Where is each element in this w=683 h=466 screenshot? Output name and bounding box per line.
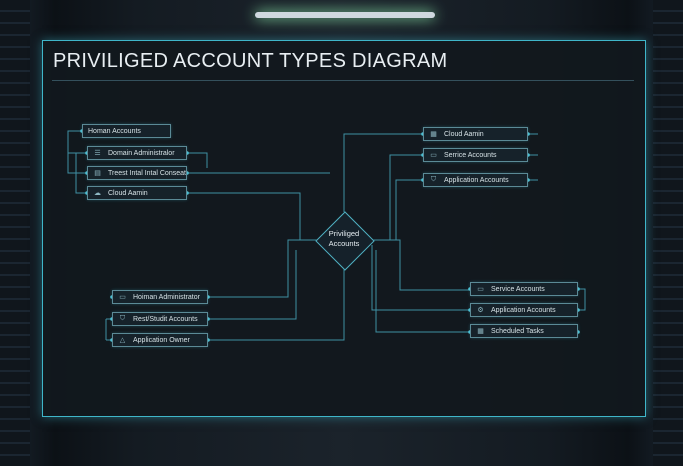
node-cloud-admin-left[interactable]: ☁Cloud Aamin — [87, 186, 187, 200]
ceiling-light — [255, 12, 435, 18]
warning-icon: △ — [119, 337, 126, 344]
shield-icon: ⛉ — [430, 176, 437, 183]
node-application-owner[interactable]: △Application Owner — [112, 333, 208, 347]
node-service-accounts-top[interactable]: ▭Serrice Accounts — [423, 148, 528, 162]
node-domain-administrator[interactable]: ☰Domain Administralor — [87, 146, 187, 160]
list-icon: ☰ — [94, 150, 101, 157]
title-divider — [52, 80, 634, 81]
node-human-accounts[interactable]: Homan Accounts — [82, 124, 171, 138]
grid-icon: ▦ — [430, 131, 437, 138]
monitor-icon: ▭ — [477, 286, 484, 293]
monitor-icon: ▭ — [430, 152, 437, 159]
card-icon: ▤ — [94, 170, 101, 177]
node-trust-consent[interactable]: ▤Treest Intal Intal Conseat — [87, 166, 187, 180]
server-rack-left — [0, 0, 30, 466]
node-rest-studit-accounts[interactable]: ⛉Rest/Studit Accounts — [112, 312, 208, 326]
node-application-accounts-bottom[interactable]: ⚙Application Accounts — [470, 303, 578, 317]
cloud-icon: ☁ — [94, 190, 101, 197]
node-human-administrator[interactable]: ▭Hoiman Administrator — [112, 290, 208, 304]
table-icon: ▦ — [477, 328, 484, 335]
shield-icon: ⛉ — [119, 315, 126, 322]
node-cloud-admin-right[interactable]: ▦Cloud Aamin — [423, 127, 528, 141]
node-service-accounts-bottom[interactable]: ▭Service Accounts — [470, 282, 578, 296]
server-rack-right — [653, 0, 683, 466]
folder-icon: ▭ — [119, 294, 126, 301]
diagram-title: PRIVILIGED ACCOUNT TYPES DIAGRAM — [53, 50, 448, 72]
node-scheduled-tasks[interactable]: ▦Scheduled Tasks — [470, 324, 578, 338]
node-application-accounts-top[interactable]: ⛉Application Accounts — [423, 173, 528, 187]
gears-icon: ⚙ — [477, 307, 484, 314]
